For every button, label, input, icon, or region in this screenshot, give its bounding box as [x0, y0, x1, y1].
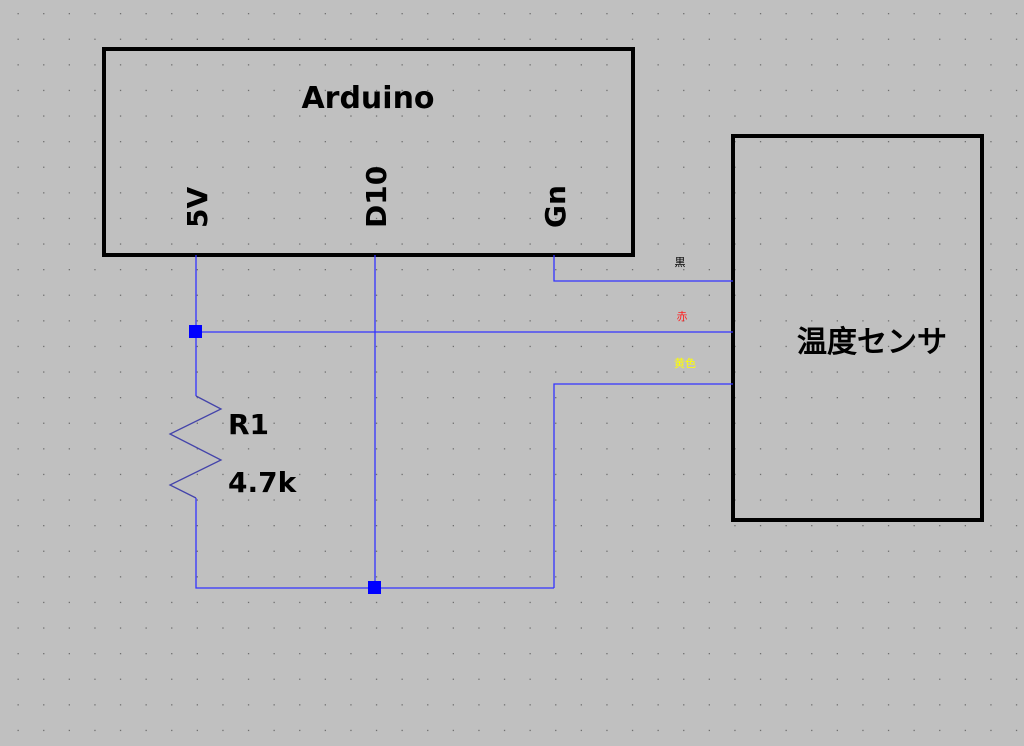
grid-dots — [17, 13, 1018, 732]
junction-5v — [189, 325, 202, 338]
resistor-symbol[interactable] — [168, 395, 223, 499]
sensor-title: 温度センサ — [797, 325, 947, 360]
wire-bottom[interactable] — [195, 498, 554, 589]
wire-label-yellow: 黄色 — [674, 356, 696, 370]
wire-label-red: 赤 — [677, 310, 688, 323]
arduino-box[interactable] — [102, 47, 635, 257]
resistor-value: 4.7k — [228, 466, 298, 499]
pin-gnd: Gn — [539, 185, 572, 228]
resistor-name: R1 — [228, 408, 269, 441]
sensor-box[interactable] — [731, 134, 984, 522]
pin-d10: D10 — [360, 166, 393, 228]
pin-5v: 5V — [181, 187, 214, 228]
arduino-title: Arduino — [301, 81, 434, 116]
junction-d10 — [368, 581, 381, 594]
wire-black[interactable] — [553, 255, 733, 282]
wire-label-black: 黒 — [675, 256, 686, 269]
wire-yellow[interactable] — [553, 383, 733, 588]
